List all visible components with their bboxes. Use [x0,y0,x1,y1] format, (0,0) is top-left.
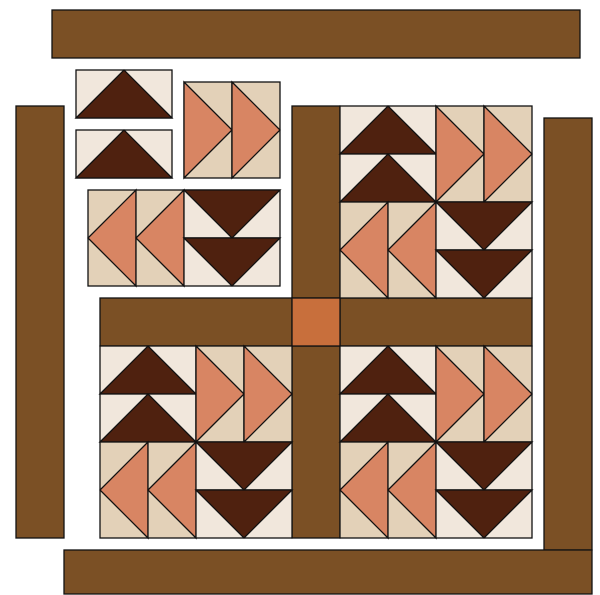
vertical-sashing-top [292,106,340,298]
vertical-sashing-bottom [292,346,340,538]
top-border [52,10,580,58]
horizontal-sashing-left [100,298,292,346]
left-border [16,106,64,538]
bottom-border [64,550,592,594]
right-border [544,118,592,550]
horizontal-sashing-right [340,298,532,346]
center-cornerstone [292,298,340,346]
